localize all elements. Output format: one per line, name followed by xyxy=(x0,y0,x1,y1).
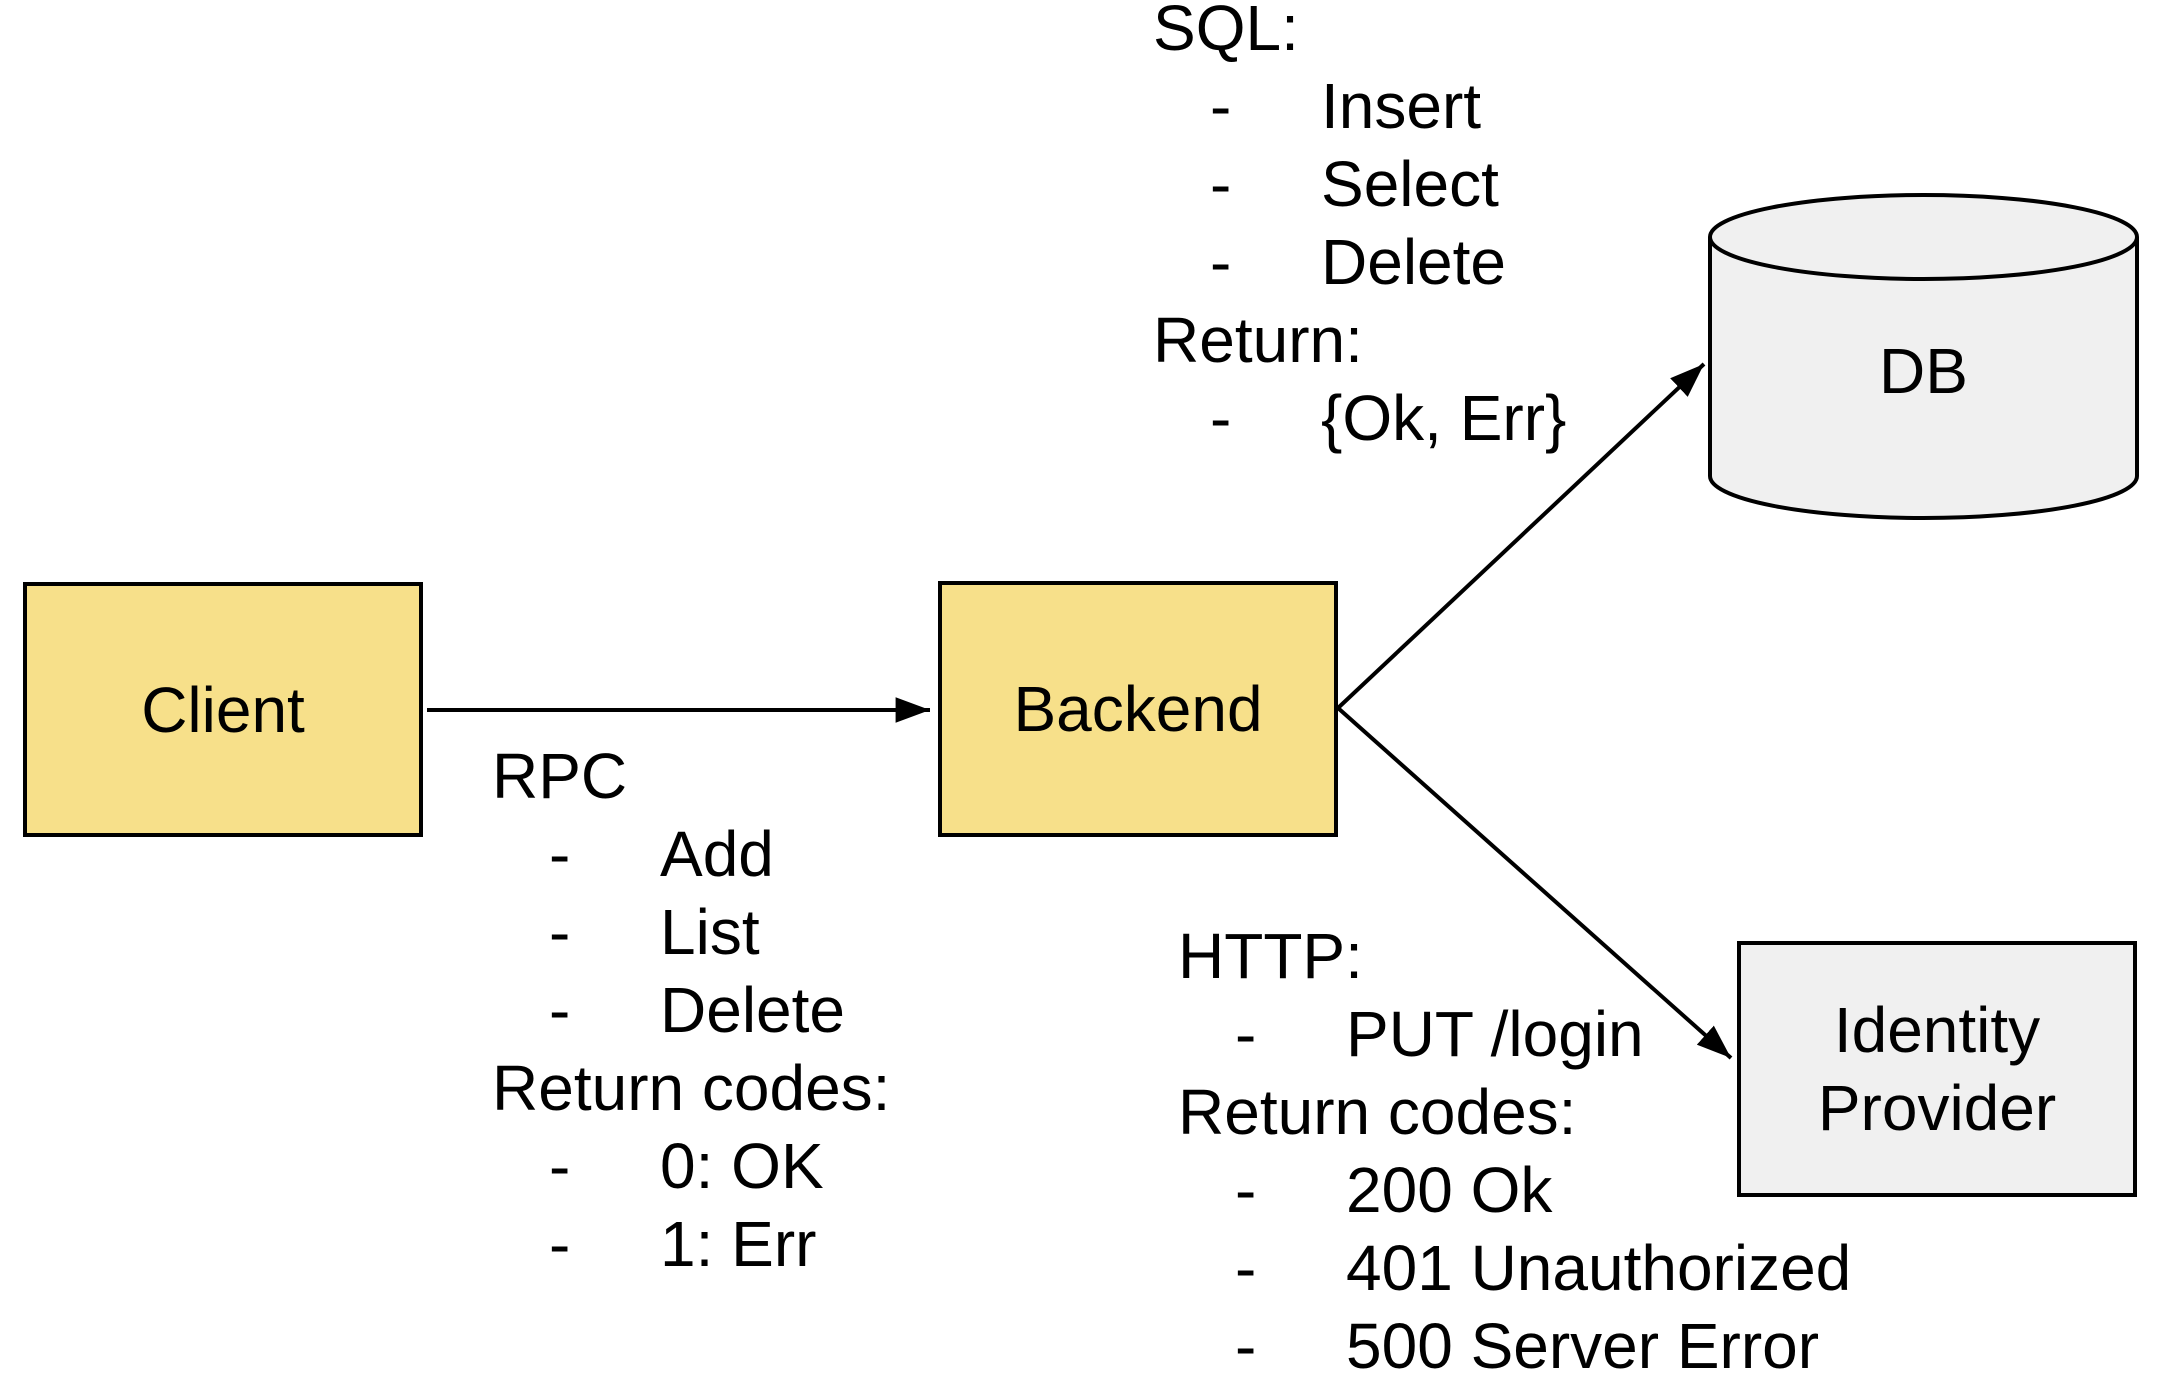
client-node: Client xyxy=(23,582,423,837)
client-label: Client xyxy=(141,673,305,746)
bullet-dash: - xyxy=(1210,70,1232,142)
db-cylinder xyxy=(1708,193,2139,520)
identity-provider-label: Identity Provider xyxy=(1817,994,2057,1144)
identity-provider-node: Identity Provider xyxy=(1737,941,2137,1197)
bullet-dash: - xyxy=(1235,998,1257,1070)
bullet-dash: - xyxy=(1210,148,1232,220)
bullet-dash: - xyxy=(549,896,571,968)
db-cylinder-top xyxy=(1708,193,2139,281)
bullet-dash: - xyxy=(549,1130,571,1202)
bullet-dash: - xyxy=(1210,226,1232,298)
arrow-backend-to-db xyxy=(1336,362,1706,710)
bullet-dash: - xyxy=(1210,382,1232,454)
backend-label: Backend xyxy=(1013,673,1263,745)
arrow-backend-to-identity-provider xyxy=(1336,706,1733,1060)
bullet-dash: - xyxy=(549,1208,571,1280)
db-cylinder-body xyxy=(1708,237,2139,520)
bullet-dash: - xyxy=(1235,1310,1257,1382)
db-label: DB xyxy=(1879,335,1968,407)
bullet-dash: - xyxy=(549,818,571,890)
bullet-dash: - xyxy=(1235,1232,1257,1304)
backend-node: Backend xyxy=(938,581,1338,837)
bullet-dash: - xyxy=(1235,1154,1257,1226)
bullet-dash: - xyxy=(549,974,571,1046)
